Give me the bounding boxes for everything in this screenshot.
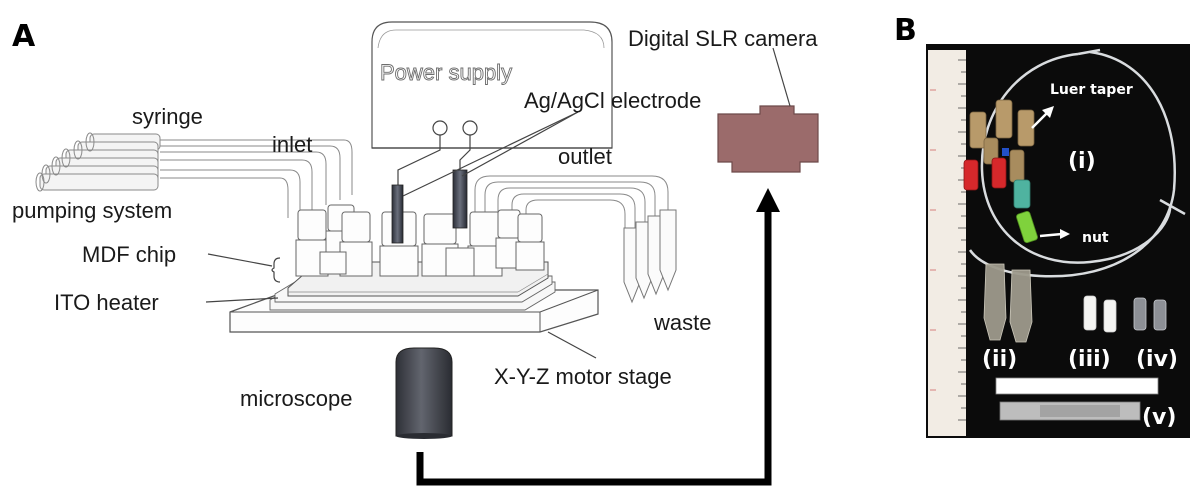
label-iv: (iv): [1136, 347, 1178, 372]
chip-reservoirs: [295, 204, 545, 277]
brace-icon: [271, 257, 281, 283]
label-iii: (iii): [1068, 347, 1111, 372]
ruler: [928, 50, 966, 436]
waste-tubes: [623, 209, 677, 304]
syringe-bundle: [35, 132, 161, 192]
terminal-icon: [432, 120, 448, 136]
optical-path-arrow: [416, 206, 772, 486]
label-ii: (ii): [982, 347, 1017, 372]
microscope-objective-icon: [395, 347, 453, 439]
leader-line: [461, 111, 579, 177]
inlet-tubing: [150, 139, 353, 218]
mdf-chip-label: MDF chip: [82, 242, 176, 267]
photo-tubing: [968, 48, 1186, 278]
leader-line: [402, 111, 579, 197]
arrow-head-icon: [1060, 229, 1070, 239]
power-supply-label: Power supply: [380, 60, 512, 85]
power-supply: Power supply: [371, 21, 613, 149]
outlet-label: outlet: [558, 144, 612, 169]
luer-fittings: [963, 99, 1038, 244]
nut-arrow-icon: [1039, 232, 1063, 238]
component-v: [995, 377, 1159, 421]
arrow-head-icon: [1042, 106, 1054, 118]
camera-icon: [717, 105, 819, 173]
outlet-tubing: [474, 175, 669, 230]
panel-a: A Power supply: [12, 19, 819, 486]
terminal-icon: [462, 120, 478, 136]
stage-label: X-Y-Z motor stage: [494, 364, 672, 389]
luer-arrow-icon: [1031, 111, 1049, 129]
camera-label: Digital SLR camera: [628, 26, 818, 51]
electrode-label: Ag/AgCl electrode: [524, 88, 701, 113]
component-iii: [1083, 295, 1117, 333]
electrode-rod: [452, 169, 468, 229]
ito-heater-label: ITO heater: [54, 290, 159, 315]
syringe-label: syringe: [132, 104, 203, 129]
panel-letter-a: A: [12, 19, 36, 54]
label-i: (i): [1068, 149, 1096, 174]
leader-line: [207, 253, 273, 267]
panel-letter-b: B: [894, 13, 917, 48]
component-iv: [1133, 297, 1167, 331]
arrow-head-icon: [756, 188, 780, 212]
leader-line: [547, 331, 597, 359]
electrode-wire: [459, 135, 471, 170]
leader-line: [205, 297, 279, 303]
waste-label: waste: [653, 310, 711, 335]
electrode-wire: [397, 135, 441, 185]
pumping-system-label: pumping system: [12, 198, 172, 223]
leader-line: [772, 47, 791, 107]
nut-label: nut: [1082, 230, 1109, 246]
photo-background: [926, 44, 1190, 438]
label-v: (v): [1142, 405, 1176, 430]
electrode-rod: [391, 184, 404, 244]
microscope-label: microscope: [240, 386, 352, 411]
luer-taper-label: Luer taper: [1050, 82, 1133, 98]
component-ii: [983, 263, 1033, 343]
inlet-label: inlet: [272, 132, 312, 157]
panel-b: B: [894, 13, 1190, 438]
